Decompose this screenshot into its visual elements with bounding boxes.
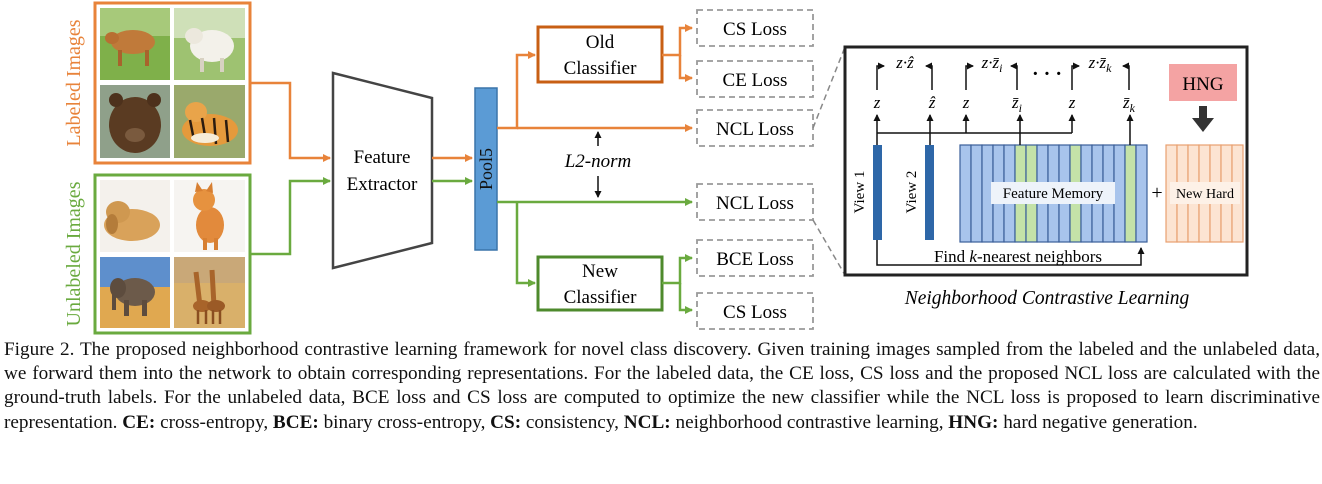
old-classifier-label-line1: Old [586,32,615,53]
product-z-zbar-k: z·z̄k [1088,53,1112,75]
feature-memory-label: Feature Memory [1003,186,1104,202]
labeled-images-group [93,1,252,165]
caption-abbr-ce: CE: [122,411,156,433]
new-classifier-label-line1: New [582,261,618,282]
var-z-2: z [962,93,970,112]
caption-abbr-cs: CS: [490,411,522,433]
pool-to-old-classifier-arrow [497,51,536,130]
view2-feature [925,145,934,240]
pool-to-new-classifier-arrow [515,202,536,287]
zoom-leader-top [812,46,846,129]
loss-boxes [696,9,814,330]
cs-loss-unlabeled: CS Loss [723,302,787,323]
cs-loss-labeled: CS Loss [723,19,787,40]
feature-extractor-block [331,71,434,270]
product-ellipsis: · · · [1032,63,1062,85]
var-z-3: z [1068,93,1076,112]
feature-memory-label-bg [991,182,1115,204]
caption-def-ncl: neighborhood contrastive learning, [670,411,949,433]
hng-down-arrow [1192,106,1214,132]
ncl-panel: HNG z ẑ z z̄i z z̄k z·ẑ z·z̄i z·z̄k · · … [843,45,1249,277]
new-classifier-box [536,255,664,312]
caption-fig-label: Figure 2. [4,339,75,360]
dog-photo [100,180,170,252]
caption-text: The proposed neighborhood contrastive le… [4,339,1320,433]
variable-row: z ẑ z z̄i z z̄k [873,93,1136,115]
caption-def-cs: consistency, [521,411,624,433]
product-row: z·ẑ z·z̄i z·z̄k [895,53,1112,75]
view2-label: View 2 [904,171,920,214]
l2-norm-label: L2-norm [564,151,632,172]
variable-connectors [873,114,1134,145]
caption-def-ce: cross-entropy, [155,411,273,433]
var-z-1: z [873,93,881,112]
new-hard-label-bg [1170,182,1240,204]
pool5-block [474,87,498,251]
unlabeled-to-extractor-arrow [250,177,331,256]
new-classifier-to-bce-arrow [662,254,693,285]
old-classifier-box [536,25,664,84]
knn-label: Find k-nearest neighbors [934,247,1102,266]
var-zhat: ẑ [928,93,936,112]
caption-abbr-bce: BCE: [272,411,319,433]
bear-photo [100,85,170,158]
var-zbar-i: z̄i [1011,93,1022,115]
old-classifier-label-line2: Classifier [564,58,637,79]
sheep-photo [174,8,245,80]
caption-def-bce: binary cross-entropy, [318,411,491,433]
product-brackets [876,62,1130,90]
new-classifier-label-line2: Classifier [564,287,637,308]
bce-loss: BCE Loss [716,249,794,270]
caption-abbr-ncl: NCL: [623,411,671,433]
hng-box [1169,64,1237,101]
figure-caption: Figure 2. The proposed neighborhood cont… [4,338,1320,435]
labeled-images-label: Labeled Images [63,19,85,146]
product-z-zbar-i: z·z̄i [981,53,1003,75]
ncl-loss-unlabeled: NCL Loss [716,193,794,214]
zoom-leader-bottom [812,219,846,276]
product-z-zhat: z·ẑ [895,53,914,72]
cat-photo [174,180,245,252]
hng-label: HNG [1182,74,1223,95]
old-classifier-to-ce-arrow [678,55,693,82]
old-classifier-to-cs-arrow [662,24,693,57]
giraffe-photo [174,257,245,328]
caption-abbr-hng: HNG: [948,411,999,433]
feature-extractor-label-line1: Feature [354,147,411,168]
plus-sign: + [1151,182,1162,204]
var-zbar-k: z̄k [1122,93,1136,115]
tiger-photo [174,85,245,158]
new-classifier-to-cs-arrow [678,283,693,314]
ncl-framework-diagram: Labeled Images [63,1,1249,335]
view1-label: View 1 [852,171,868,214]
elephant-photo [100,257,170,328]
labeled-to-extractor-arrow [250,81,331,162]
cow-photo [100,8,170,80]
view1-feature [873,145,882,240]
pool5-label: Pool5 [476,148,496,190]
knn-bracket [876,240,1145,266]
unlabeled-images-label: Unlabeled Images [63,181,85,326]
caption-def-hng: hard negative generation. [998,411,1198,433]
new-hard-label: New Hard [1176,187,1234,202]
ce-loss: CE Loss [723,70,788,91]
ncl-panel-title: Neighborhood Contrastive Learning [904,288,1190,309]
ncl-loss-labeled: NCL Loss [716,119,794,140]
unlabeled-images-group [93,173,252,335]
feature-extractor-label-line2: Extractor [347,174,418,195]
